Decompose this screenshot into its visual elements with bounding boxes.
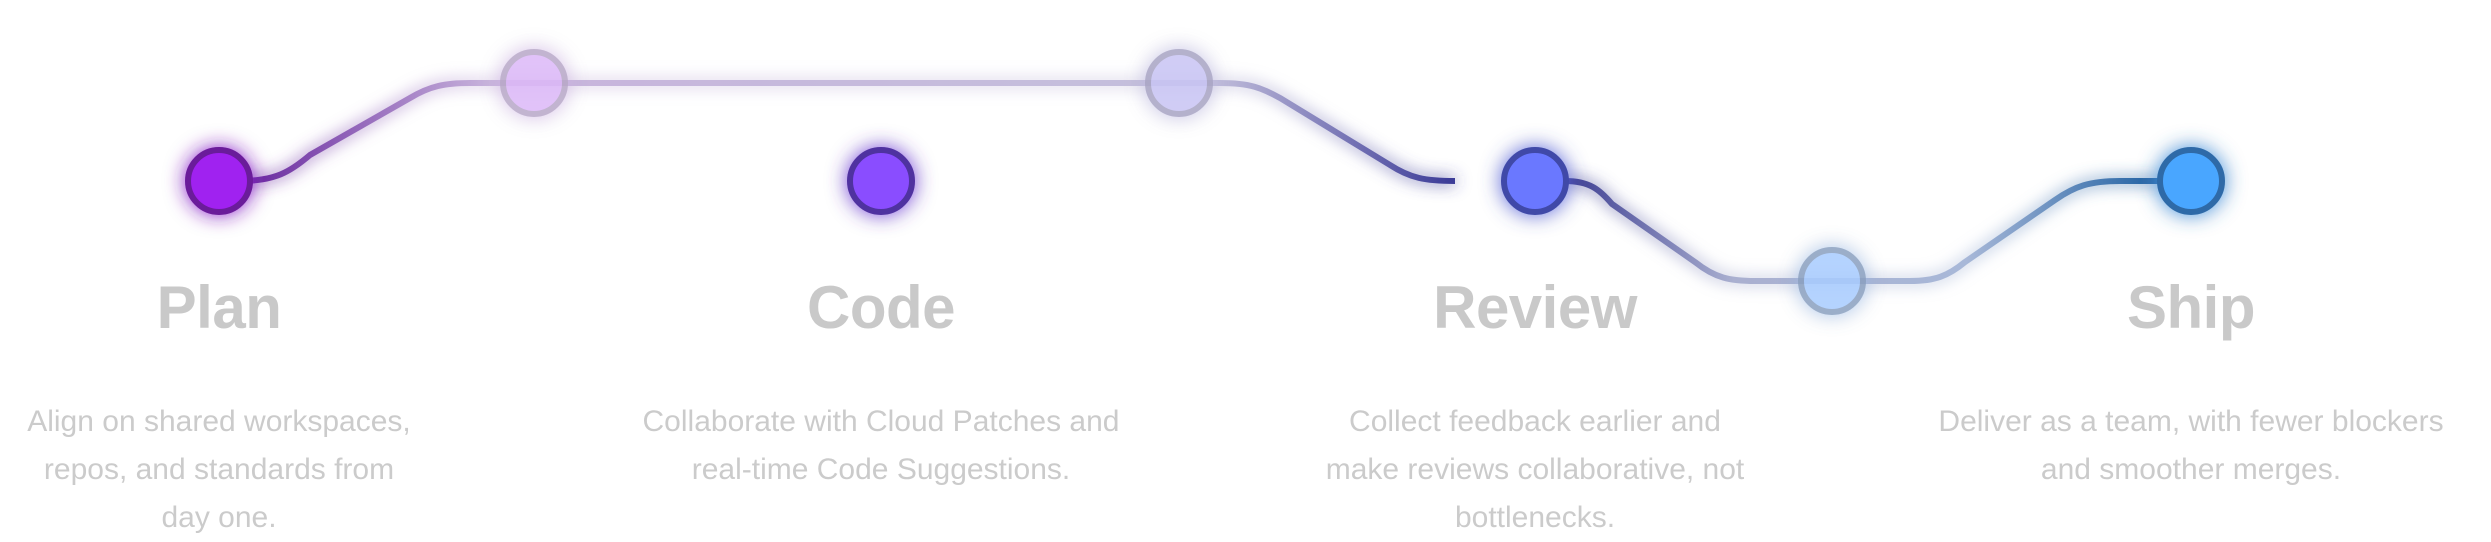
upper-branch-line — [239, 80, 1456, 184]
desc-line: make reviews collaborative, not — [1325, 453, 1745, 486]
stage-title: Ship — [2127, 274, 2256, 341]
ship-node — [2157, 147, 2225, 215]
stage-title: Plan — [156, 274, 282, 341]
desc-line: Deliver as a team, with fewer blockers — [1938, 405, 2444, 438]
stage-title: Code — [807, 274, 956, 341]
desc-line: real-time Code Suggestions. — [691, 453, 1071, 486]
stage-code: Code Collaborate with Cloud Patches and … — [581, 270, 1181, 494]
upper-commit-node-1 — [500, 49, 568, 117]
stage-plan: Plan Align on shared workspaces, repos, … — [0, 270, 519, 542]
stage-title: Review — [1433, 274, 1637, 341]
plan-node — [185, 147, 253, 215]
code-node — [847, 147, 915, 215]
desc-line: Collaborate with Cloud Patches and — [642, 405, 1120, 438]
stage-description: Deliver as a team, with fewer blockers a… — [1891, 398, 2491, 494]
desc-line: and smoother merges. — [2040, 453, 2342, 486]
desc-line: bottlenecks. — [1454, 501, 1616, 534]
upper-commit-node-2 — [1145, 49, 1213, 117]
stage-description: Align on shared workspaces, repos, and s… — [0, 398, 519, 542]
lower-branch-line — [1564, 178, 2160, 284]
stage-review: Review Collect feedback earlier and make… — [1235, 270, 1835, 542]
desc-line: repos, and standards from — [43, 453, 395, 486]
stage-description: Collaborate with Cloud Patches and real-… — [581, 398, 1181, 494]
stage-ship: Ship Deliver as a team, with fewer block… — [1891, 270, 2491, 494]
desc-line: Collect feedback earlier and — [1349, 405, 1721, 438]
review-node — [1501, 147, 1569, 215]
desc-line: day one. — [161, 501, 277, 534]
stage-description: Collect feedback earlier and make review… — [1235, 398, 1835, 542]
lower-commit-node — [1798, 247, 1866, 315]
desc-line: Align on shared workspaces, — [27, 405, 411, 438]
